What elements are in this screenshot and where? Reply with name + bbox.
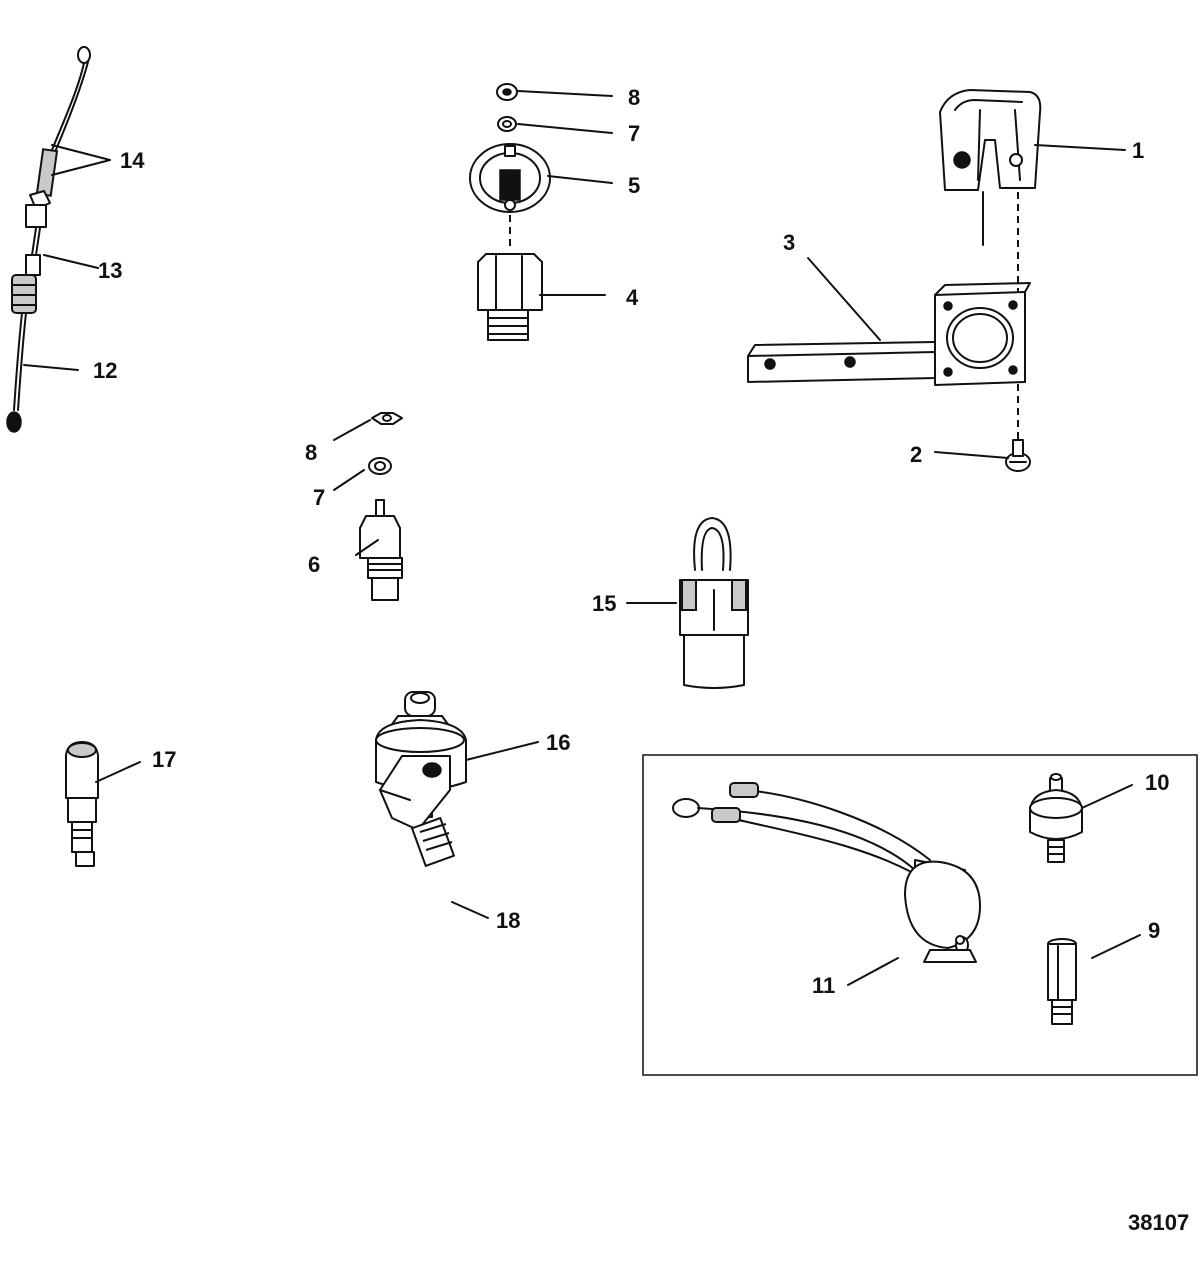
- part-3-mounting-bracket: [747, 282, 1031, 386]
- callout-labels: 1 2 3 4 5 6 7 7 8 8 9 10 11 12 13 14 15 …: [93, 85, 1189, 1235]
- part-17-sender: [65, 741, 99, 867]
- callout-8-mid: 8: [305, 440, 317, 465]
- part-9-adapter: [1047, 938, 1077, 1025]
- callout-12: 12: [93, 358, 117, 383]
- part-4-adapter: [477, 253, 543, 341]
- drawing-number: 38107: [1128, 1210, 1189, 1235]
- part-6-temperature-sender: [359, 499, 403, 601]
- part-8-nut-mid: [371, 412, 403, 425]
- part-10-pressure-switch: [1029, 773, 1083, 863]
- callout-15: 15: [592, 591, 616, 616]
- inset-frame: [642, 754, 1198, 1076]
- part-13-connector: [25, 227, 41, 276]
- callout-3: 3: [783, 230, 795, 255]
- part-11-wire-assembly: [672, 782, 981, 963]
- part-7-washer-top: [497, 116, 517, 132]
- callout-13: 13: [98, 258, 122, 283]
- callout-18: 18: [496, 908, 520, 933]
- part-14-wire-lead: [25, 46, 91, 228]
- part-2-screw: [1005, 439, 1031, 472]
- callout-7-top: 7: [628, 121, 640, 146]
- callout-1: 1: [1132, 138, 1144, 163]
- callout-17: 17: [152, 747, 176, 772]
- callout-2: 2: [910, 442, 922, 467]
- callout-10: 10: [1145, 770, 1169, 795]
- part-8-nut-top: [496, 83, 518, 101]
- leader-lines: [23, 90, 1141, 986]
- callout-6: 6: [308, 552, 320, 577]
- callout-9: 9: [1148, 918, 1160, 943]
- part-7-washer-mid: [368, 457, 392, 475]
- part-15-jumper-plug: [679, 517, 749, 689]
- part-5-pressure-sender: [469, 143, 551, 213]
- callout-7-mid: 7: [313, 485, 325, 510]
- part-1-clip: [939, 89, 1042, 191]
- callout-8-top: 8: [628, 85, 640, 110]
- callout-11: 11: [812, 973, 835, 998]
- part-12-wire-lead: [6, 274, 37, 433]
- callout-16: 16: [546, 730, 570, 755]
- part-18-elbow-fitting: [379, 755, 455, 867]
- callout-4: 4: [626, 285, 639, 310]
- callout-5: 5: [628, 173, 640, 198]
- callout-14: 14: [120, 148, 145, 173]
